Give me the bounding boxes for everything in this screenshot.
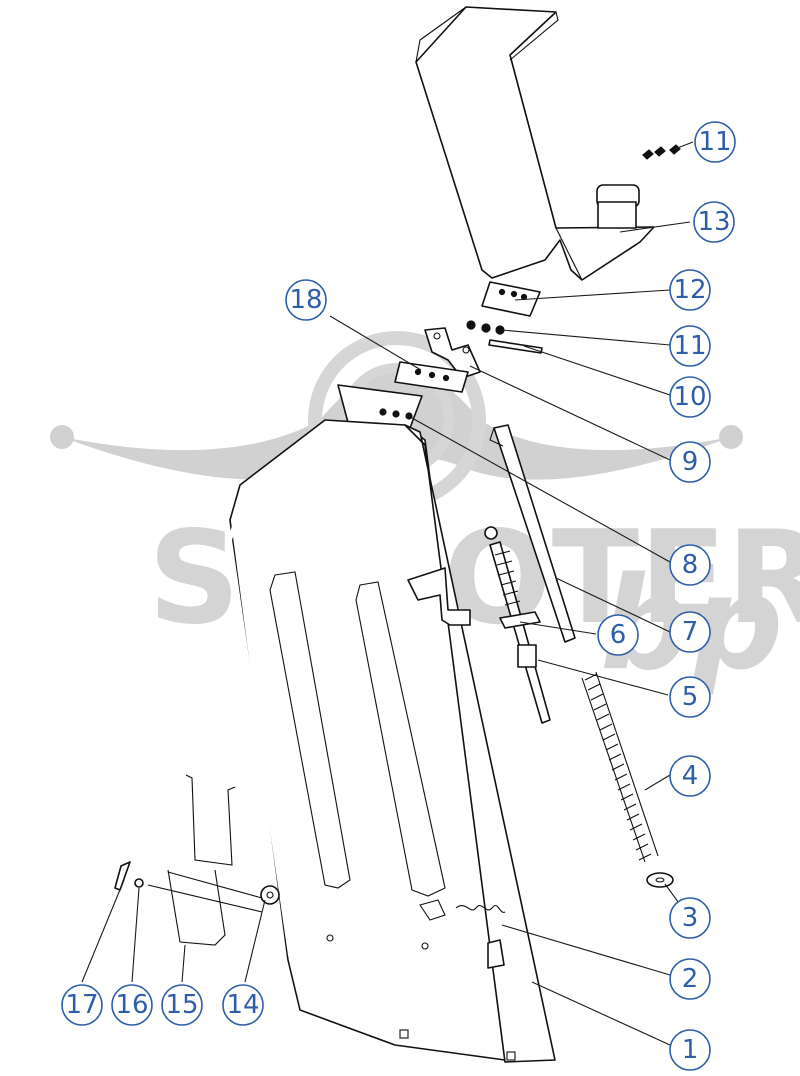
part-small-spring — [455, 905, 506, 913]
svg-text:11: 11 — [698, 127, 731, 157]
leader-14 — [244, 899, 266, 983]
part-small-washer — [134, 878, 144, 888]
callout-4: 4 — [669, 755, 711, 797]
svg-text:12: 12 — [673, 275, 706, 305]
callout-10: 10 — [669, 376, 711, 418]
part-screws-middle — [466, 320, 505, 335]
svg-text:4: 4 — [682, 761, 699, 791]
part-frame-bracket — [147, 774, 263, 946]
svg-text:10: 10 — [673, 382, 706, 412]
leader-4 — [644, 774, 671, 791]
leader-7 — [555, 577, 671, 633]
part-long-rod — [489, 424, 576, 643]
svg-text:8: 8 — [682, 550, 699, 580]
leader-15 — [181, 944, 186, 983]
part-washer — [646, 872, 674, 888]
callout-14: 14 — [222, 984, 264, 1026]
callouts: 1 2 3 4 5 6 7 8 — [61, 121, 736, 1071]
callout-2: 2 — [669, 958, 711, 1000]
leader-11b — [501, 329, 671, 346]
svg-text:13: 13 — [697, 207, 730, 237]
leader-6 — [519, 621, 597, 635]
leader-9 — [469, 365, 671, 461]
svg-text:11: 11 — [673, 331, 706, 361]
leader-8 — [411, 417, 671, 563]
leader-12 — [514, 289, 671, 301]
part-eye-bolt — [260, 885, 280, 905]
part-seat-back-cover — [415, 6, 655, 281]
svg-text:7: 7 — [682, 617, 699, 647]
callout-1: 1 — [669, 1029, 711, 1071]
part-screws-top — [642, 144, 681, 160]
callout-11-top: 11 — [694, 121, 736, 163]
leader-16 — [131, 887, 140, 983]
part-hinge-bracket — [424, 327, 481, 379]
leader-13 — [619, 221, 691, 233]
leader-lines — [81, 141, 694, 1046]
part-split-pin — [114, 861, 131, 891]
callout-3: 3 — [669, 897, 711, 939]
svg-text:17: 17 — [65, 990, 98, 1020]
callout-18: 18 — [285, 279, 327, 321]
leader-5 — [537, 659, 669, 696]
callout-16: 16 — [111, 984, 153, 1026]
svg-text:2: 2 — [682, 964, 699, 994]
svg-text:1: 1 — [682, 1035, 699, 1065]
callout-13: 13 — [693, 201, 735, 243]
part-large-spring — [581, 671, 659, 863]
callout-8: 8 — [669, 544, 711, 586]
svg-text:5: 5 — [682, 682, 699, 712]
leader-2 — [501, 924, 671, 976]
leader-10 — [523, 345, 671, 396]
callout-7: 7 — [669, 611, 711, 653]
svg-text:14: 14 — [226, 990, 259, 1020]
leader-1 — [531, 981, 671, 1046]
callout-6: 6 — [597, 614, 639, 656]
callout-9: 9 — [669, 441, 711, 483]
callout-15: 15 — [161, 984, 203, 1026]
part-seat-back-frame — [227, 419, 556, 1063]
svg-text:18: 18 — [289, 285, 322, 315]
callout-11-middle: 11 — [669, 325, 711, 367]
callout-12: 12 — [669, 269, 711, 311]
part-shock-absorber — [484, 526, 551, 724]
leader-17 — [81, 879, 125, 983]
part-hinge-pin — [488, 339, 543, 354]
svg-text:3: 3 — [682, 903, 699, 933]
leader-18 — [329, 315, 422, 371]
callout-5: 5 — [669, 676, 711, 718]
callout-17: 17 — [61, 984, 103, 1026]
leader-11a — [671, 141, 694, 151]
part-mounting-plate — [394, 361, 469, 393]
svg-text:9: 9 — [682, 447, 699, 477]
svg-text:16: 16 — [115, 990, 148, 1020]
svg-text:15: 15 — [165, 990, 198, 1020]
svg-text:6: 6 — [610, 620, 627, 650]
part-hinge-plate — [481, 281, 541, 317]
